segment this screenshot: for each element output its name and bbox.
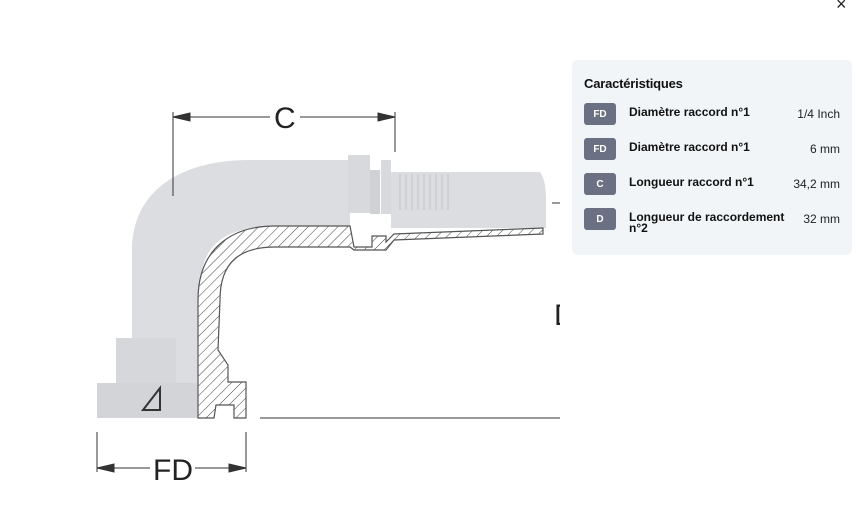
close-button[interactable]: × — [836, 0, 847, 14]
dimension-label-fd: FD — [153, 454, 193, 487]
characteristic-value: 32 mm — [803, 212, 840, 226]
characteristic-value: 1/4 Inch — [797, 107, 840, 121]
dimension-badge: D — [584, 208, 616, 230]
characteristic-value: 34,2 mm — [793, 177, 840, 191]
characteristic-label: Diamètre raccord n°1 — [629, 140, 750, 154]
characteristic-row: FD Diamètre raccord n°1 1/4 Inch — [584, 103, 840, 138]
fitting-diagram: C D FD — [96, 102, 560, 487]
dimension-badge: FD — [584, 138, 616, 160]
characteristic-row: D Longueur de raccordement n°2 32 mm — [584, 208, 840, 243]
panel-title: Caractéristiques — [584, 76, 683, 91]
dimension-badge: FD — [584, 103, 616, 125]
fitting-body — [97, 155, 546, 419]
dimension-badge: C — [584, 173, 616, 195]
dimension-lines — [96, 112, 560, 473]
characteristics-panel: Caractéristiques FD Diamètre raccord n°1… — [572, 60, 852, 255]
characteristic-row: C Longueur raccord n°1 34,2 mm — [584, 173, 840, 208]
characteristic-value: 6 mm — [810, 142, 840, 156]
characteristic-label: Longueur de raccordement n°2 — [629, 210, 785, 235]
dimension-label-c: C — [274, 102, 296, 135]
characteristic-label: Diamètre raccord n°1 — [629, 105, 750, 119]
dimension-label-d: D — [554, 299, 560, 332]
characteristic-row: FD Diamètre raccord n°1 6 mm — [584, 138, 840, 173]
characteristic-label: Longueur raccord n°1 — [629, 175, 754, 189]
